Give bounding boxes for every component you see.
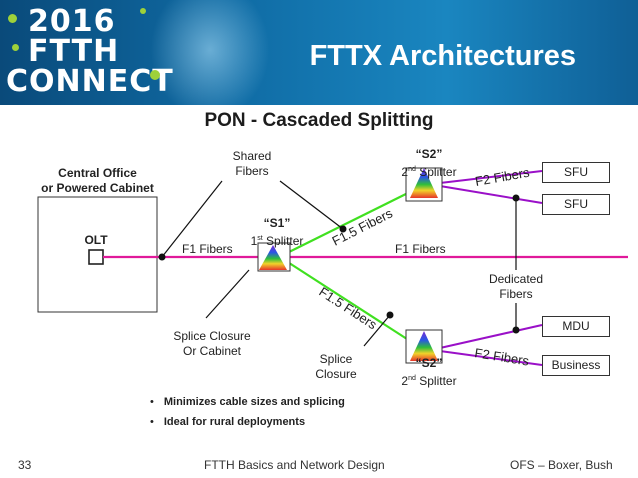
splice-dot (512, 194, 520, 202)
footer-page-number: 33 (18, 458, 32, 472)
logo-dot (12, 44, 19, 51)
s2-top-prism (410, 168, 438, 198)
endpoint-business: Business (542, 355, 610, 376)
splice-cabinet-pointer (205, 269, 250, 319)
endpoint-sfu-2: SFU (542, 194, 610, 215)
s2-bottom-prism (410, 331, 438, 361)
shared-fibers-line1: Shared (232, 149, 272, 163)
dedicated-fibers-label: Dedicated Fibers (481, 272, 551, 302)
f15-bottom-label: F1.5 Fibers (316, 284, 380, 333)
header-title: FTTX Architectures (309, 40, 576, 72)
s2-top-ord: 2 (401, 165, 409, 179)
s2-bottom-label: “S2” 2nd Splitter (393, 356, 465, 389)
s1-label: “S1” 1st Splitter (244, 216, 310, 249)
f2-top-label: F2 Fibers (474, 165, 531, 189)
shared-fibers-pointer (279, 180, 344, 230)
splice-cabinet-label: Splice Closure Or Cabinet (168, 329, 256, 359)
s2-top-ord-sup: nd (408, 166, 416, 173)
s2-bottom-desc: 2nd Splitter (393, 371, 465, 389)
endpoint-sfu-1: SFU (542, 162, 610, 183)
s2-top-name: “S2” (415, 147, 443, 161)
f2-sfu1-fiber (439, 170, 543, 184)
olt-box (88, 249, 104, 265)
s2-top-label: “S2” 2nd Splitter (393, 147, 465, 180)
f2-mdu-fiber (439, 324, 543, 349)
splice-dot (512, 326, 520, 334)
splice-dot (386, 311, 394, 319)
s2-bottom-ord-sup: nd (408, 375, 416, 382)
splice-cabinet-line1: Splice Closure (173, 329, 251, 343)
s2-bottom-word: Splitter (415, 374, 457, 388)
olt-label: OLT (84, 233, 108, 247)
central-office-label: Central Office or Powered Cabinet (30, 166, 165, 196)
s1-prism (259, 245, 287, 270)
s2-bottom-name: “S2” (415, 356, 443, 370)
central-office-line1: Central Office (58, 166, 137, 180)
shared-fibers-pointer (161, 180, 223, 258)
s1-name: “S1” (263, 216, 291, 230)
shared-fibers-line2: Fibers (235, 164, 269, 178)
s1-word: Splitter (262, 234, 304, 248)
header-glow (150, 0, 270, 105)
f2-business-fiber (439, 350, 543, 366)
logo-dot (8, 14, 17, 23)
logo-dot (150, 70, 160, 80)
s2-bottom-ord: 2 (401, 374, 409, 388)
splice-closure-label: Splice Closure (308, 352, 364, 382)
s1-desc: 1st Splitter (244, 231, 310, 249)
bullet-item: Minimizes cable sizes and splicing (150, 396, 345, 408)
splice-closure-pointer (363, 314, 391, 347)
f2-sfu2-fiber (439, 185, 543, 204)
s2-top-desc: 2nd Splitter (393, 162, 465, 180)
bullet-item: Ideal for rural deployments (150, 416, 345, 428)
splice-closure-line2: Closure (315, 367, 357, 381)
logo-connect: CONNECT (6, 64, 174, 99)
shared-fibers-label: Shared Fibers (222, 149, 282, 179)
footer-right: OFS – Boxer, Bush (510, 458, 613, 472)
splice-closure-line1: Splice (319, 352, 353, 366)
logo-ftth: FTTH (28, 34, 120, 69)
dedicated-line1: Dedicated (488, 272, 544, 286)
f2-bottom-label: F2 Fibers (474, 345, 531, 368)
s1-ord: 1 (250, 234, 258, 248)
bullet-list: Minimizes cable sizes and splicing Ideal… (150, 396, 345, 436)
endpoint-mdu: MDU (542, 316, 610, 337)
f15-bottom-fiber (282, 258, 425, 351)
f1-left-label: F1 Fibers (182, 242, 233, 256)
s2-top-word: Splitter (415, 165, 457, 179)
splice-dot (158, 253, 166, 261)
footer-center: FTTH Basics and Network Design (204, 458, 385, 472)
logo-dot (140, 8, 146, 14)
s1-ord-sup: st (257, 235, 263, 242)
central-office-line2: or Powered Cabinet (41, 181, 154, 195)
logo-year: 2016 (28, 4, 116, 39)
header-banner: 2016 FTTH CONNECT FTTX Architectures (0, 0, 638, 105)
dedicated-line2: Fibers (499, 287, 533, 301)
splice-cabinet-line2: Or Cabinet (182, 344, 242, 358)
f1-right-label: F1 Fibers (395, 242, 446, 256)
splice-dot (339, 225, 347, 233)
page-subtitle: PON - Cascaded Splitting (204, 110, 434, 131)
f15-top-fiber (282, 184, 425, 256)
